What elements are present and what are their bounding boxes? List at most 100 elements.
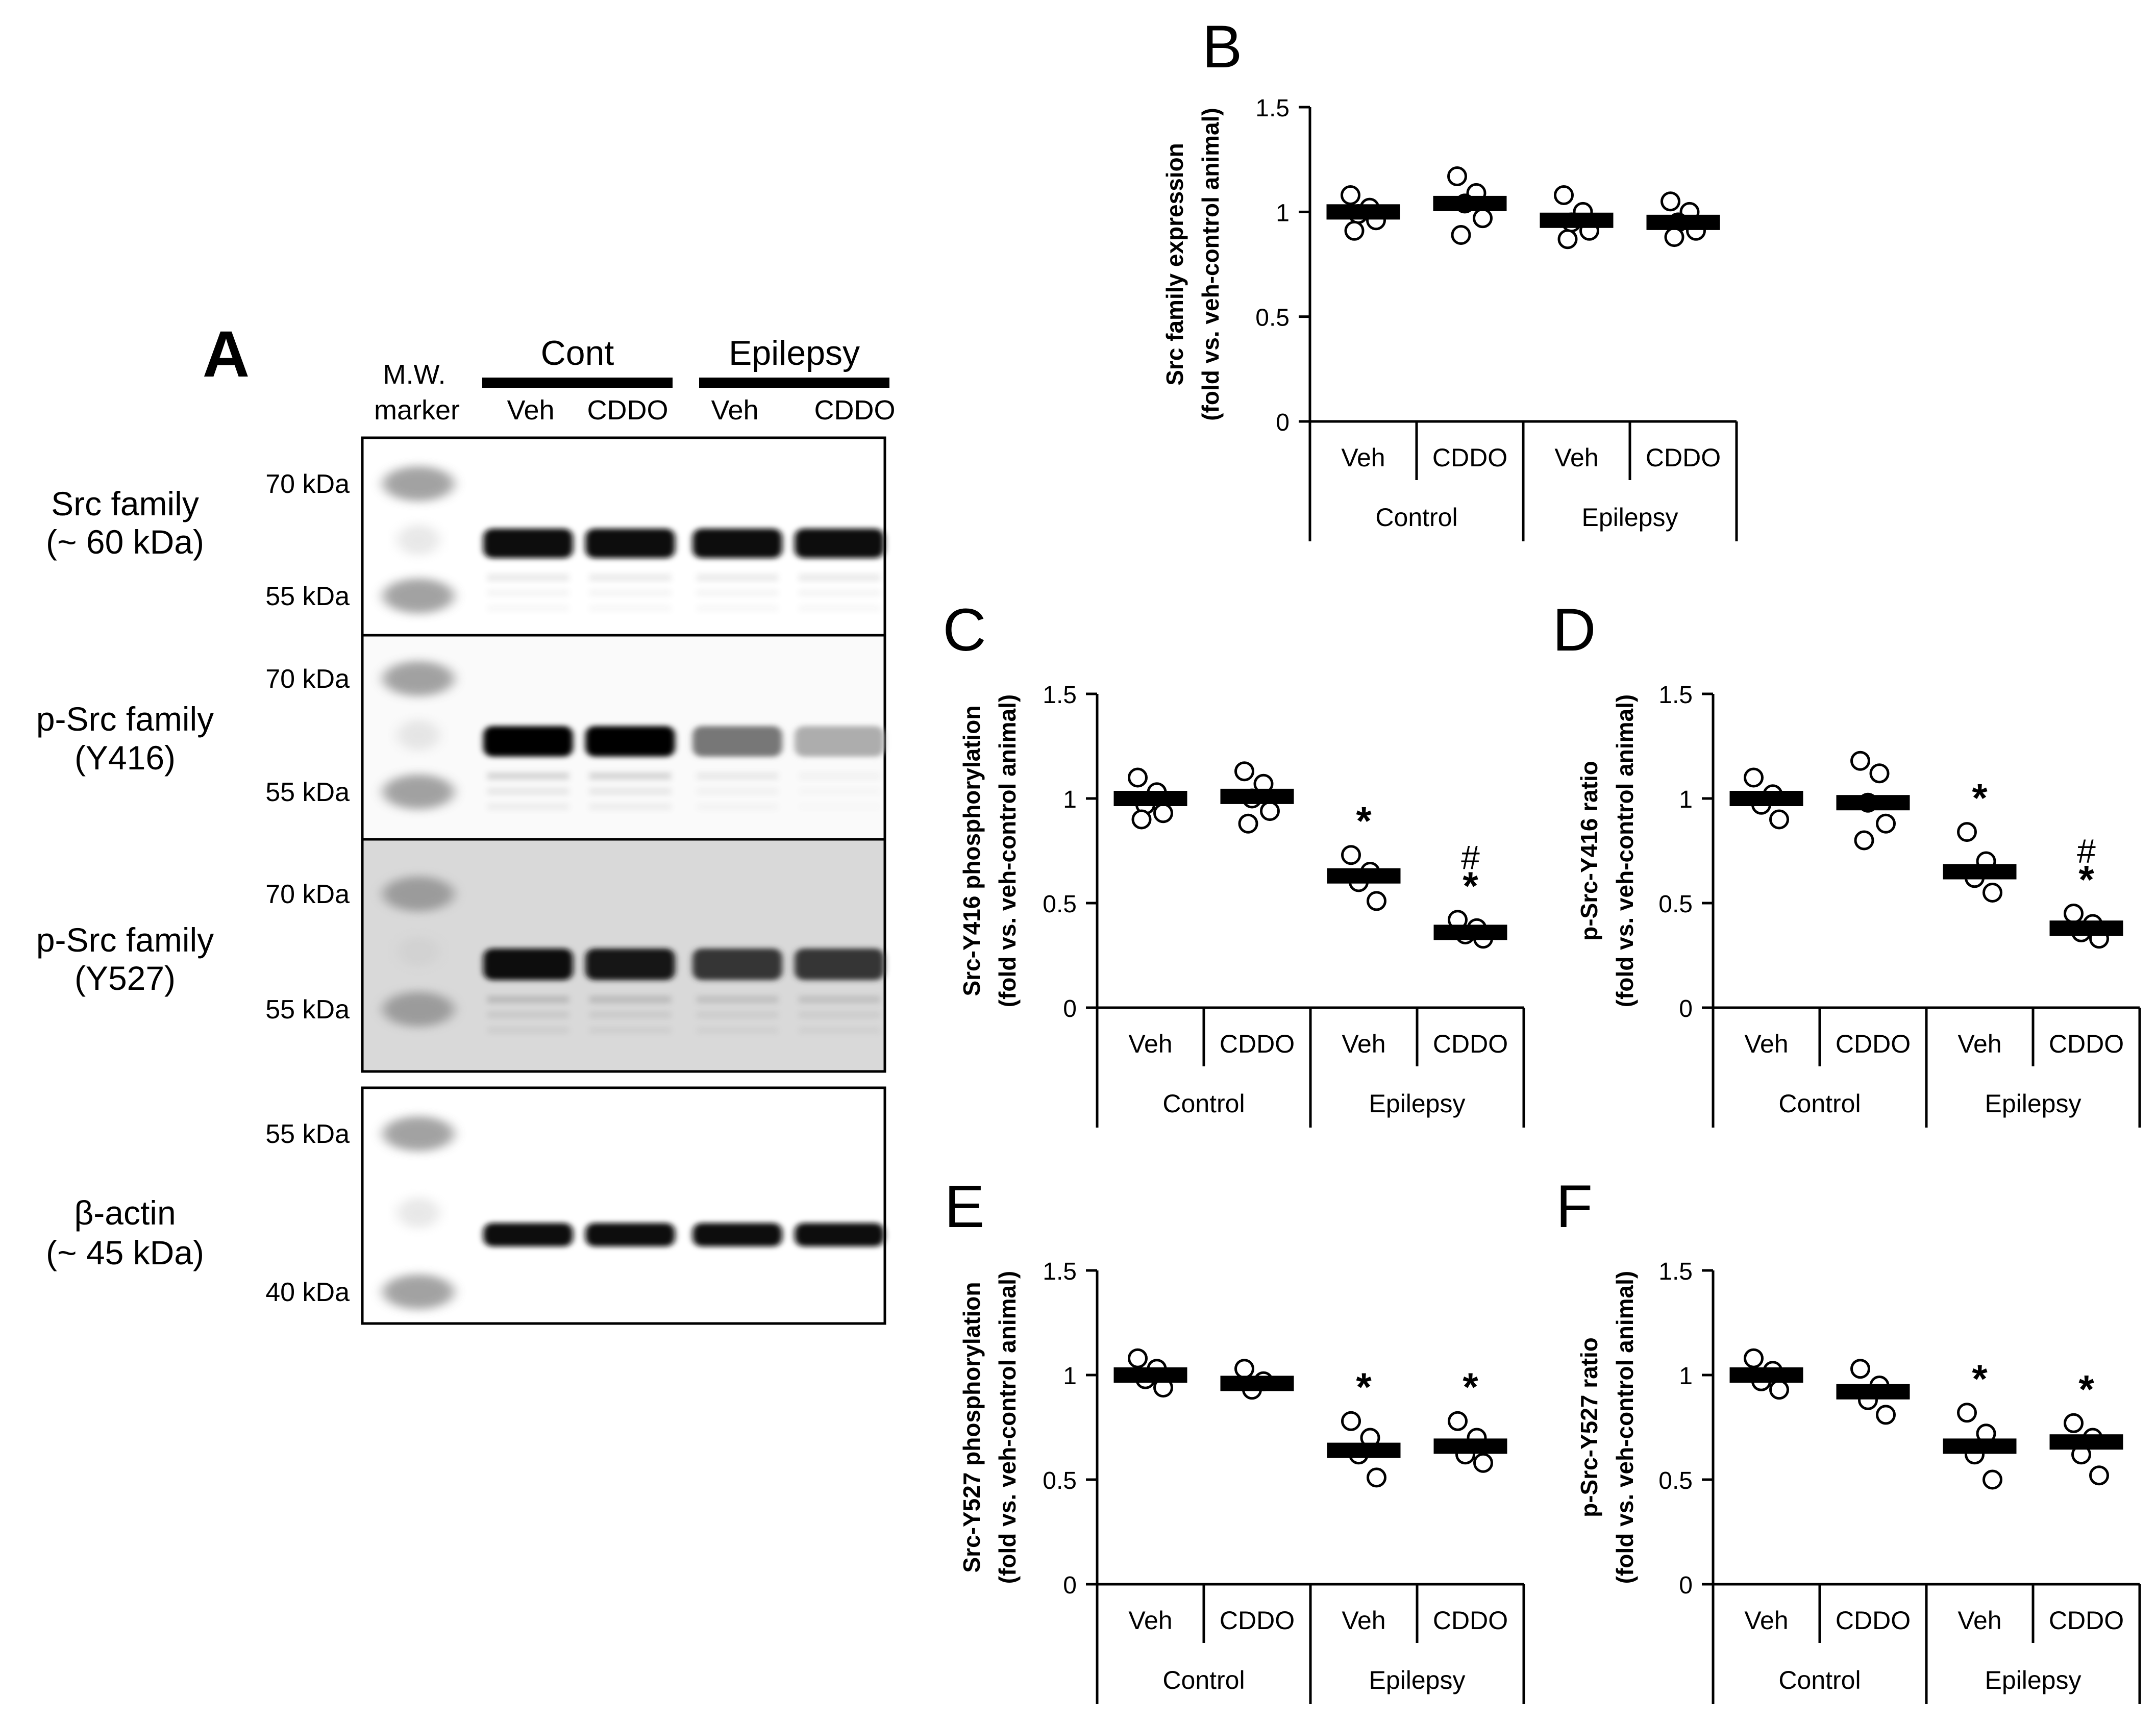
data-point — [2064, 904, 2084, 923]
ladder-band — [383, 661, 454, 696]
significance-hash: # — [1461, 838, 1480, 876]
blot-smear — [799, 1011, 880, 1019]
blot-smear — [697, 772, 778, 780]
y-axis-label: (fold vs. veh-control animal) — [994, 694, 1021, 1007]
blot-band — [795, 529, 884, 558]
x-category-label: CDDO — [1433, 1030, 1508, 1058]
x-group-label: Control — [1162, 1089, 1245, 1118]
x-category-label: CDDO — [1646, 443, 1721, 472]
blot-smear — [589, 772, 671, 780]
kda-marker-label: 55 kDa — [265, 778, 350, 807]
blot-target-label: (~ 45 kDa) — [46, 1234, 204, 1271]
mean-bar — [1540, 212, 1614, 228]
blot-smear — [799, 604, 880, 612]
mean-bar — [1433, 195, 1507, 211]
data-point — [1473, 208, 1493, 229]
y-tick-label: 0 — [1276, 409, 1290, 436]
blot-smear — [487, 589, 569, 597]
mean-bar — [2049, 920, 2123, 936]
significance-star: * — [2078, 1366, 2094, 1411]
blot-smear — [697, 604, 778, 612]
mean-bar — [1646, 214, 1720, 230]
y-tick-label: 0.5 — [1255, 305, 1290, 332]
y-tick-label: 0 — [1679, 995, 1693, 1022]
data-point — [1854, 830, 1874, 851]
blot-band — [585, 1223, 675, 1246]
y-tick-label: 1 — [1276, 199, 1290, 227]
y-tick-label: 0.5 — [1043, 891, 1077, 918]
significance-star: * — [1356, 798, 1372, 843]
x-group-label: Control — [1375, 503, 1457, 532]
blot-group-label: Cont — [541, 334, 614, 372]
data-point — [1448, 1411, 1468, 1431]
data-point — [1982, 883, 2002, 903]
y-axis-label: Src family expression — [1161, 143, 1188, 386]
kda-marker-label: 70 kDa — [265, 880, 350, 909]
blot-smear — [487, 604, 569, 612]
x-category-label: Veh — [1744, 1606, 1788, 1635]
y-tick-label: 1 — [1679, 786, 1693, 813]
panel-letter: F — [1556, 1173, 1593, 1240]
data-point — [1869, 763, 1890, 784]
blot-smear — [697, 573, 778, 582]
blot-target-label: (~ 60 kDa) — [46, 523, 204, 561]
y-tick-label: 1.5 — [1658, 682, 1693, 709]
data-point — [1234, 761, 1254, 782]
data-point — [1554, 185, 1574, 205]
data-point — [1850, 751, 1870, 771]
blot-band — [795, 1223, 884, 1246]
blot-band — [585, 529, 675, 558]
mean-bar — [1729, 1367, 1803, 1383]
kda-marker-label: 70 kDa — [265, 469, 350, 499]
marker-label-line2: marker — [374, 395, 460, 426]
y-axis-label: (fold vs. veh-control animal) — [1612, 694, 1638, 1007]
ladder-band — [383, 877, 454, 911]
blot-target-label: Src family — [51, 485, 199, 522]
x-category-label: Veh — [1957, 1030, 2001, 1058]
data-point — [1744, 1348, 1764, 1368]
data-point — [1234, 1359, 1254, 1379]
x-category-label: Veh — [1128, 1606, 1172, 1635]
blot-smear — [697, 995, 778, 1004]
significance-star: * — [1356, 1364, 1372, 1409]
mean-bar — [1433, 925, 1507, 940]
blot-group-label: Epilepsy — [729, 334, 860, 372]
x-category-label: Veh — [1128, 1030, 1172, 1058]
lane-label: CDDO — [587, 395, 668, 426]
significance-star: * — [1463, 863, 1478, 908]
y-tick-label: 1.5 — [1658, 1258, 1693, 1285]
data-point — [1128, 767, 1148, 788]
data-point — [2089, 1465, 2109, 1486]
ladder-band — [397, 720, 440, 751]
mean-bar — [1943, 1438, 2017, 1454]
blot-smear — [799, 803, 880, 811]
blot-band — [692, 948, 782, 980]
x-group-label: Epilepsy — [1369, 1666, 1466, 1694]
blot-smear — [799, 573, 880, 582]
significance-star: * — [1972, 1356, 1988, 1401]
data-point — [1850, 1359, 1870, 1379]
blot-smear — [589, 1026, 671, 1034]
data-point — [1341, 845, 1361, 865]
mean-bar — [1327, 868, 1401, 884]
x-category-label: CDDO — [1836, 1030, 1911, 1058]
blot-smear — [799, 995, 880, 1004]
x-group-label: Epilepsy — [1369, 1089, 1466, 1118]
significance-star: * — [2078, 857, 2094, 902]
blot-smear — [799, 787, 880, 795]
y-axis-label: p-Src-Y416 ratio — [1576, 761, 1602, 941]
lane-label: CDDO — [814, 395, 896, 426]
blot-smear — [589, 787, 671, 795]
data-point — [1557, 229, 1578, 249]
data-point — [1876, 813, 1896, 834]
data-point — [1769, 1380, 1789, 1400]
x-group-label: Control — [1162, 1666, 1245, 1694]
blot-target-label: β-actin — [74, 1194, 176, 1232]
